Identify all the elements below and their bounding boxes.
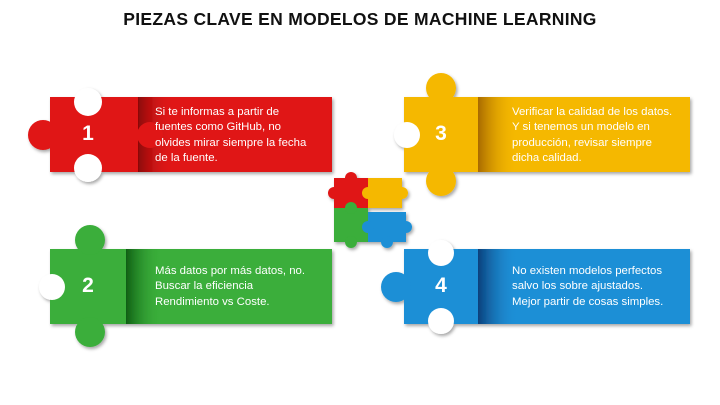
- card-1-line: fuentes como GitHub, no: [155, 121, 281, 134]
- card-2-number: 2: [82, 274, 94, 297]
- card-2: [39, 225, 332, 347]
- center-puzzle-icon: [328, 172, 412, 248]
- card-1-text: Si te informas a partir de fuentes como …: [155, 105, 306, 167]
- card-3-line: dicha calidad.: [512, 152, 582, 165]
- card-3: [394, 73, 690, 196]
- card-2-line: Buscar la eficiencia: [155, 280, 254, 293]
- card-4: [381, 240, 690, 334]
- card-1-number: 1: [82, 122, 94, 145]
- card-2-line: Rendimiento vs Coste.: [155, 295, 270, 308]
- card-2-line: Más datos por más datos, no.: [155, 265, 306, 277]
- page-title: PIEZAS CLAVE EN MODELOS DE MACHINE LEARN…: [123, 9, 597, 29]
- card-3-text: Verificar la calidad de los datos. Y si …: [512, 105, 672, 167]
- card-3-line: Y si tenemos un modelo en: [512, 121, 650, 134]
- card-3-number: 3: [435, 122, 447, 145]
- card-1: [28, 88, 332, 182]
- card-1-line: de la fuente.: [155, 152, 218, 165]
- card-4-number: 4: [435, 274, 447, 297]
- card-4-line: No existen modelos perfectos: [512, 265, 663, 277]
- card-4-text: No existen modelos perfectos salvo los s…: [512, 264, 663, 310]
- card-3-line: Verificar la calidad de los datos.: [512, 106, 673, 118]
- card-1-line: Si te informas a partir de: [155, 106, 280, 118]
- card-1-line: olvides mirar siempre la fecha: [155, 136, 307, 149]
- card-3-line: producción, revisar siempre: [512, 136, 652, 149]
- card-4-line: salvo los sobre ajustados.: [512, 280, 644, 293]
- card-4-line: Mejor partir de cosas simples.: [512, 295, 664, 308]
- card-2-text: Más datos por más datos, no. Buscar la e…: [155, 264, 305, 310]
